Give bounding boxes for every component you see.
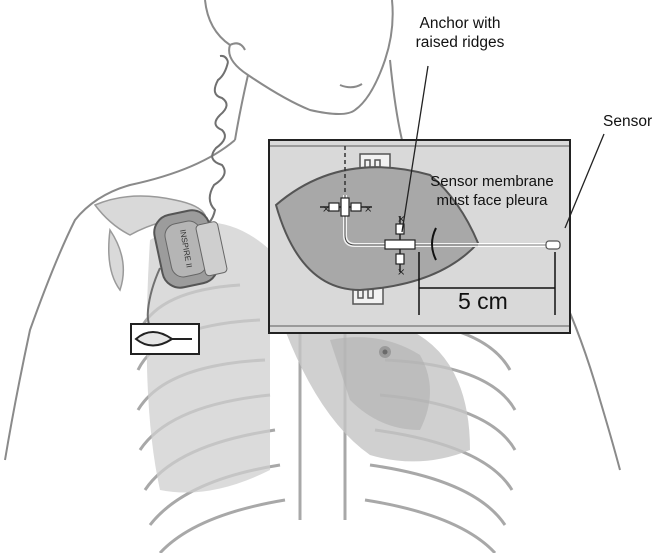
svg-text:×: × [397,267,405,278]
anchor-label-line2: raised ridges [395,33,525,52]
svg-text:×: × [322,204,330,215]
anchor-label: Anchor with raised ridges [395,14,525,52]
sensor-label: Sensor [603,113,652,131]
membrane-label: Sensor membrane must face pleura [412,172,572,210]
anchor-label-line1: Anchor with [395,14,525,33]
membrane-label-line1: Sensor membrane [412,172,572,191]
membrane-label-line2: must face pleura [412,191,572,210]
svg-text:×: × [364,204,372,215]
zoom-inset: × × × × [269,140,570,333]
lead-wire [198,62,228,230]
distance-label: 5 cm [458,288,508,315]
sensor-tip [546,241,560,249]
sensor-location-marker [131,324,199,354]
head-outline [205,0,402,140]
